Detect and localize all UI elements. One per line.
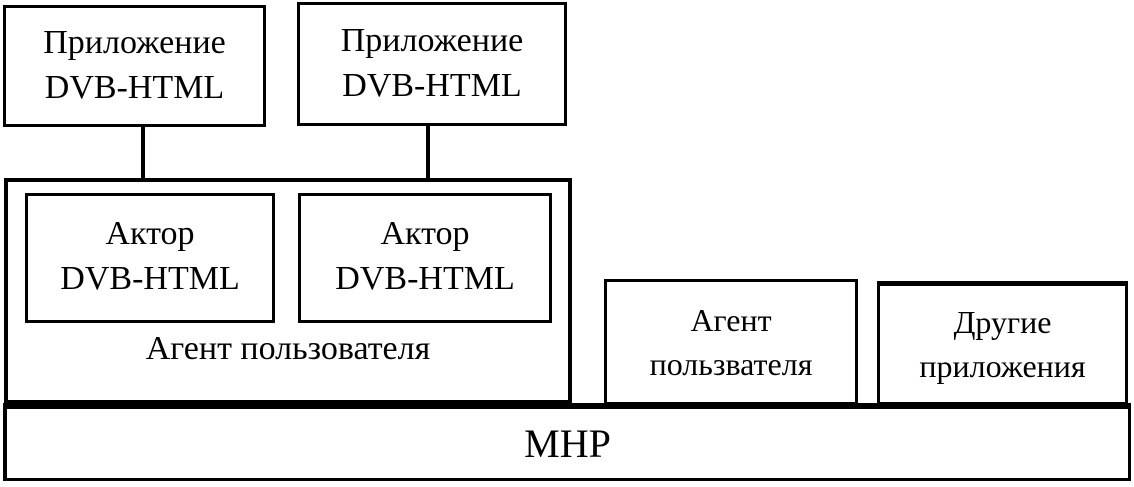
node-app-dvb-html-1: Приложение DVB-HTML	[3, 5, 266, 127]
node-label-line: Приложение	[43, 24, 226, 62]
node-label-line: DVB-HTML	[335, 259, 515, 297]
node-actor-dvb-html-1: Актор DVB-HTML	[25, 193, 275, 323]
node-label-line: Приложение	[340, 22, 524, 60]
connector-app2-to-actor2	[426, 126, 430, 195]
node-label-line: Актор	[380, 215, 470, 252]
mhp-label: MHP	[524, 421, 611, 466]
node-label-line: приложения	[919, 348, 1086, 384]
user-agent-container-label: Агент пользователя	[145, 330, 431, 367]
node-label-line: Актор	[105, 215, 195, 252]
node-label-line: пользвателя	[649, 346, 813, 382]
node-user-agent-right: Агент пользвателя	[604, 279, 858, 405]
node-label-line: DVB-HTML	[60, 259, 240, 297]
node-label-line: DVB-HTML	[44, 69, 225, 106]
node-other-applications: Другие приложения	[877, 281, 1128, 405]
node-label-line: Другие	[953, 303, 1052, 340]
node-label-line: Агент	[690, 301, 772, 338]
node-user-agent-container: Актор DVB-HTML Актор DVB-HTML Агент поль…	[4, 178, 572, 404]
node-actor-dvb-html-2: Актор DVB-HTML	[298, 193, 552, 323]
node-mhp-bar: MHP	[3, 403, 1131, 481]
connector-app1-to-actor1	[141, 127, 145, 195]
node-app-dvb-html-2: Приложение DVB-HTML	[297, 2, 567, 126]
node-label-line: DVB-HTML	[342, 67, 522, 104]
